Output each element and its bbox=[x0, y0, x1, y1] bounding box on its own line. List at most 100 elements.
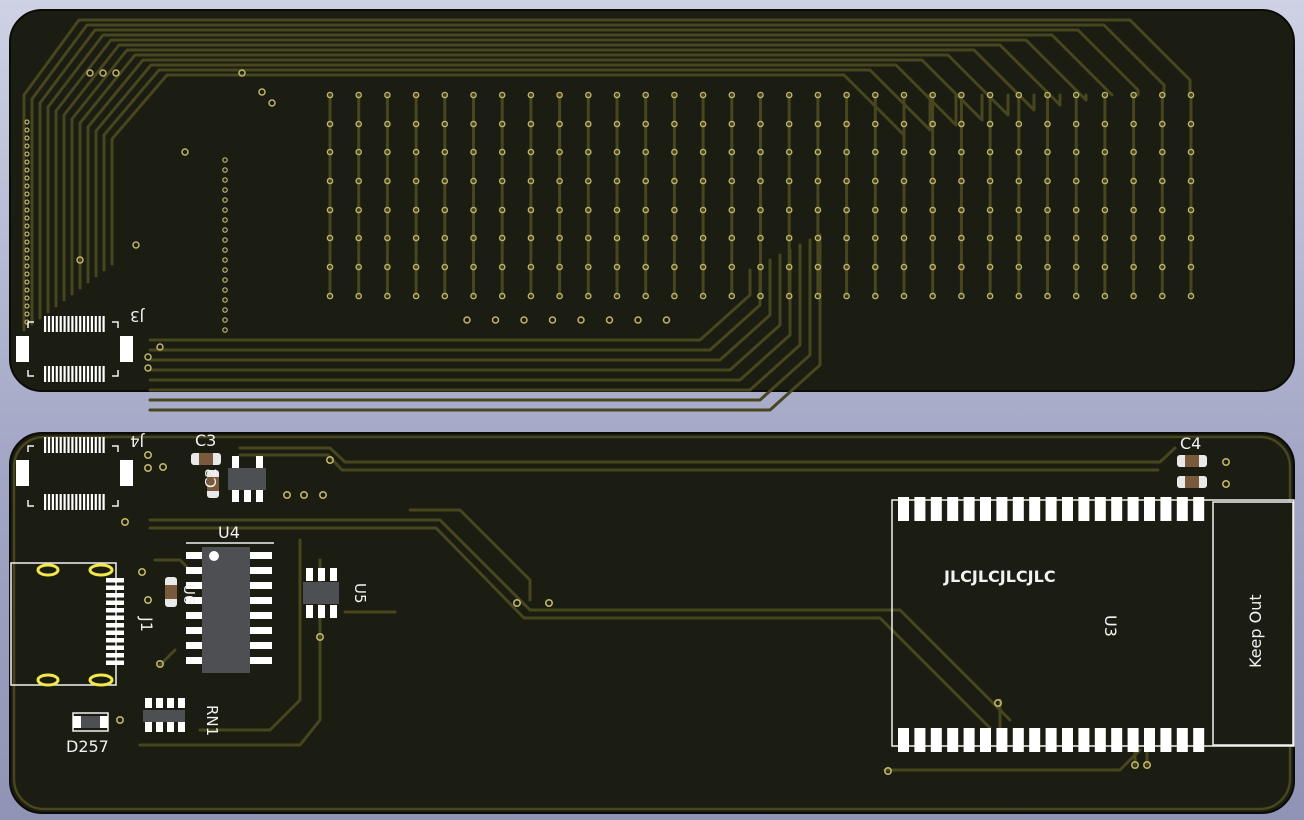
via bbox=[642, 263, 650, 271]
via bbox=[144, 595, 153, 604]
via bbox=[1072, 292, 1080, 300]
via bbox=[412, 148, 420, 156]
via bbox=[355, 206, 363, 214]
via bbox=[548, 316, 557, 324]
pad bbox=[106, 585, 124, 590]
top-bus-trace bbox=[30, 23, 1166, 326]
via bbox=[144, 364, 152, 372]
pad bbox=[94, 494, 97, 510]
via bbox=[699, 177, 707, 185]
via bbox=[642, 91, 650, 99]
pad bbox=[67, 316, 70, 332]
pad bbox=[44, 494, 47, 510]
pad bbox=[47, 437, 51, 453]
via bbox=[1015, 120, 1023, 128]
j4-pins bbox=[44, 437, 105, 510]
pad bbox=[250, 552, 272, 559]
via bbox=[1130, 292, 1137, 300]
via bbox=[556, 234, 563, 242]
via bbox=[900, 148, 908, 156]
via bbox=[527, 148, 535, 156]
via bbox=[872, 177, 879, 185]
pad bbox=[79, 316, 82, 332]
via bbox=[24, 207, 30, 213]
pad bbox=[59, 366, 62, 382]
pad bbox=[86, 494, 90, 510]
pad bbox=[86, 316, 90, 332]
top-bus-trace bbox=[22, 18, 1192, 332]
small-regulator-ic bbox=[228, 456, 266, 502]
via bbox=[355, 234, 363, 242]
via bbox=[958, 148, 965, 156]
via bbox=[1130, 177, 1137, 185]
via bbox=[671, 206, 678, 214]
via bbox=[1130, 206, 1137, 214]
via bbox=[1187, 148, 1195, 156]
c3-label: C3 bbox=[195, 431, 216, 450]
via bbox=[814, 263, 822, 271]
via bbox=[1143, 760, 1152, 769]
pad bbox=[79, 494, 82, 510]
via bbox=[671, 177, 678, 185]
via bbox=[222, 317, 228, 323]
via bbox=[613, 120, 621, 128]
via bbox=[24, 271, 30, 277]
u6-label: U6 bbox=[180, 584, 198, 605]
via bbox=[121, 517, 130, 526]
via bbox=[222, 187, 228, 193]
via bbox=[728, 91, 736, 99]
via bbox=[470, 148, 477, 156]
via bbox=[671, 91, 678, 99]
via bbox=[1159, 263, 1166, 271]
u5-ic bbox=[303, 568, 339, 618]
via bbox=[1159, 177, 1166, 185]
pad bbox=[106, 645, 124, 650]
via bbox=[671, 292, 678, 300]
via bbox=[585, 263, 592, 271]
via bbox=[986, 206, 994, 214]
top-board: J3 bbox=[9, 9, 1295, 412]
via bbox=[412, 234, 420, 242]
pad bbox=[1160, 497, 1172, 521]
via bbox=[872, 292, 879, 300]
via bbox=[470, 234, 477, 242]
pad bbox=[186, 627, 202, 634]
via bbox=[181, 148, 189, 156]
via bbox=[1159, 292, 1166, 300]
via bbox=[24, 191, 30, 197]
pad bbox=[55, 316, 58, 332]
via bbox=[470, 91, 477, 99]
top-fan-trace bbox=[148, 258, 772, 362]
via bbox=[613, 206, 621, 214]
via bbox=[24, 175, 30, 181]
via bbox=[527, 120, 535, 128]
pad bbox=[98, 316, 101, 332]
via bbox=[1187, 177, 1195, 185]
pad bbox=[106, 578, 124, 583]
pad bbox=[102, 316, 105, 332]
pad bbox=[102, 437, 105, 453]
via bbox=[1130, 120, 1137, 128]
via bbox=[757, 292, 764, 300]
via bbox=[159, 462, 168, 471]
via bbox=[642, 120, 650, 128]
pad bbox=[186, 612, 202, 619]
via bbox=[282, 490, 291, 499]
via bbox=[1015, 177, 1023, 185]
via bbox=[699, 148, 707, 156]
via bbox=[785, 120, 793, 128]
pad bbox=[250, 582, 272, 589]
via bbox=[299, 490, 308, 499]
via bbox=[993, 698, 1002, 707]
via bbox=[585, 120, 592, 128]
via bbox=[642, 177, 650, 185]
via bbox=[872, 206, 879, 214]
keep-out-label: Keep Out bbox=[1246, 594, 1265, 668]
via bbox=[585, 148, 592, 156]
via bbox=[116, 715, 125, 724]
via bbox=[699, 91, 707, 99]
pad bbox=[1127, 728, 1139, 752]
via bbox=[785, 148, 793, 156]
via bbox=[843, 292, 850, 300]
pad bbox=[1111, 728, 1123, 752]
